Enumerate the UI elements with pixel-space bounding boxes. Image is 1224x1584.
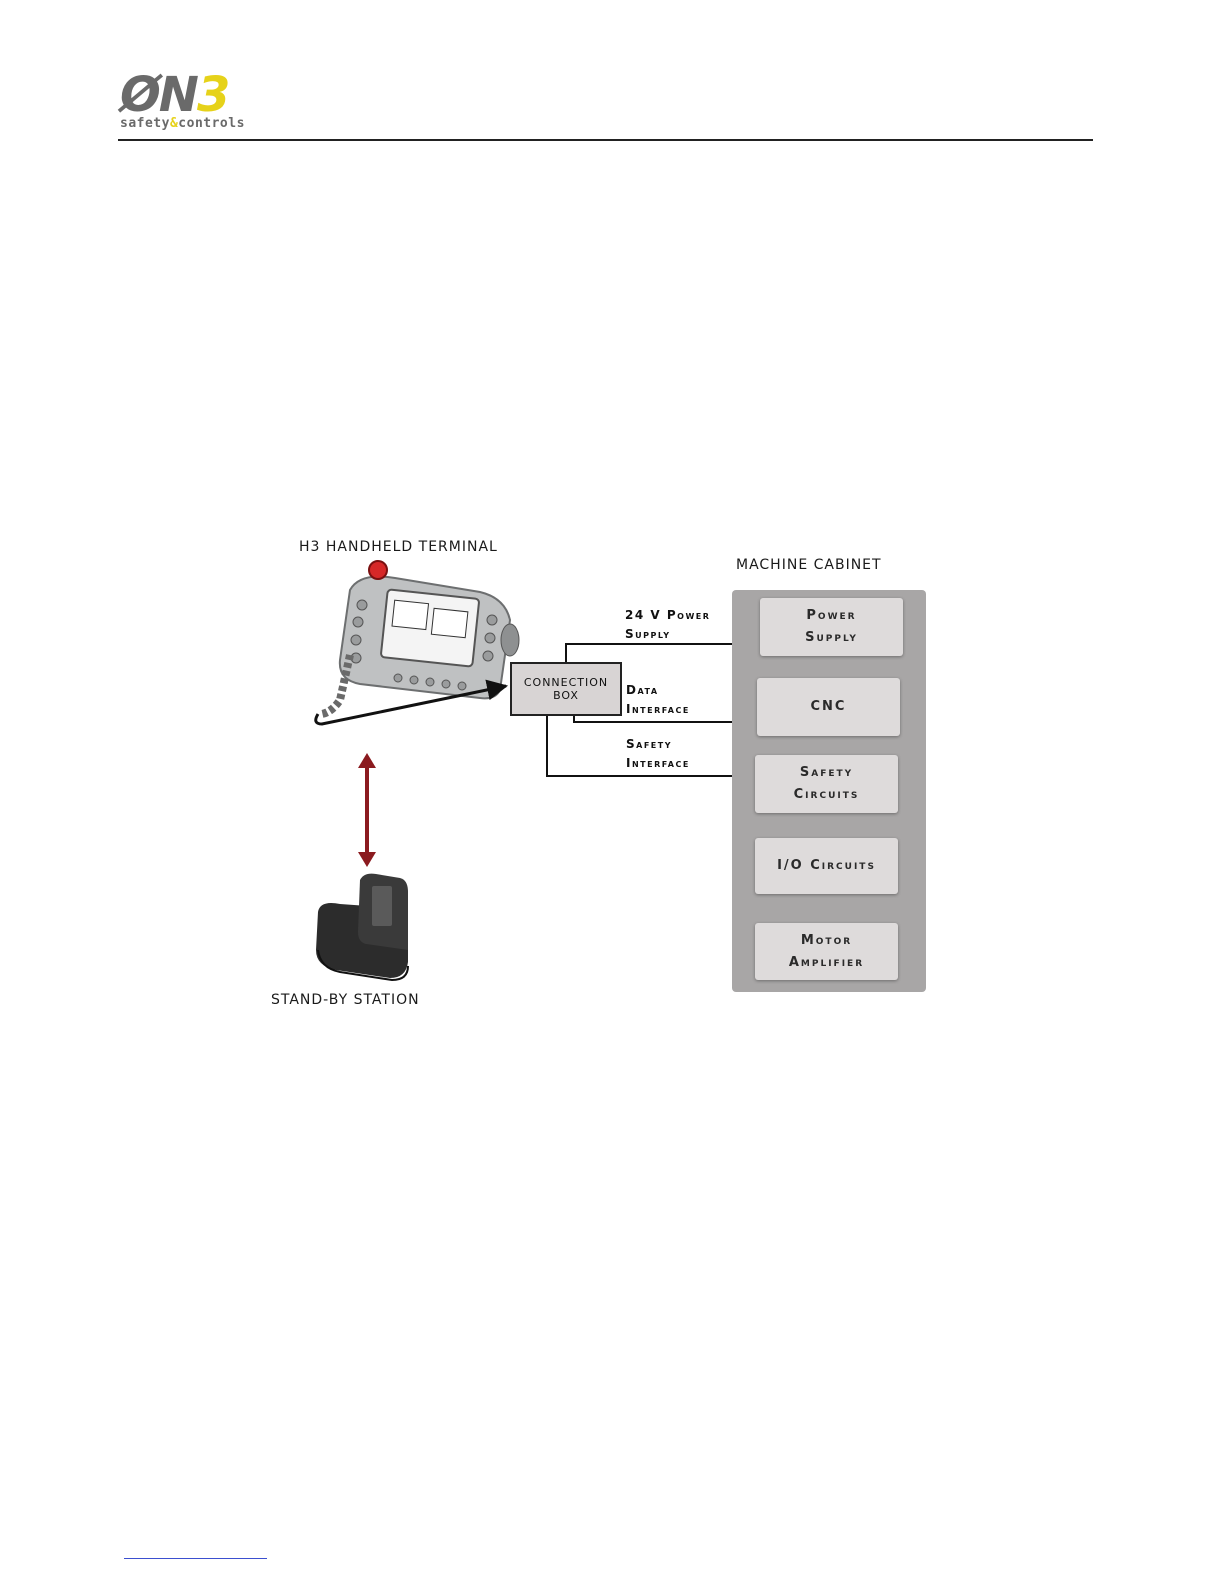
cabinet-item-line1: Safety (800, 762, 853, 784)
cabinet-item-line1: Motor (801, 930, 852, 952)
cabinet-item-line1: CNC (811, 696, 847, 718)
cabinet-item-power-supply: Power Supply (760, 598, 903, 656)
standby-station-label: STAND-BY STATION (271, 992, 420, 1008)
emergency-stop-icon (369, 561, 387, 579)
footer-link-underline (124, 1558, 267, 1559)
cabinet-item-line1: Power (806, 605, 856, 627)
connection-box-line2: BOX (553, 689, 579, 702)
cabinet-item-safety-circuits: Safety Circuits (755, 755, 898, 813)
data-interface-connection-label: Data Interface (626, 681, 690, 719)
connection-label-line2: Interface (626, 700, 690, 719)
cabinet-item-io-circuits: I/O Circuits (755, 838, 898, 894)
machine-cabinet-label: MACHINE CABINET (736, 557, 882, 573)
power-supply-connection-label: 24 V Power Supply (625, 606, 710, 644)
safety-interface-connection-label: Safety Interface (626, 735, 690, 773)
cabinet-item-line2: Supply (805, 627, 858, 649)
standby-station-illustration (316, 874, 408, 980)
connection-label-line1: Safety (626, 735, 690, 754)
cabinet-item-motor-amplifier: Motor Amplifier (755, 923, 898, 980)
cabinet-item-line2: Circuits (794, 784, 860, 806)
cabinet-item-cnc: CNC (757, 678, 900, 736)
connection-label-line2: Supply (625, 625, 710, 644)
cabinet-item-line2: Amplifier (789, 952, 864, 974)
connection-label-line1: 24 V Power (625, 606, 710, 625)
dock-double-arrow (358, 753, 376, 867)
handheld-terminal-illustration (322, 561, 519, 714)
connection-box: CONNECTION BOX (510, 662, 622, 716)
connection-label-line1: Data (626, 681, 690, 700)
power-supply-line (566, 644, 756, 662)
terminal-cable (316, 686, 506, 724)
connection-box-line1: CONNECTION (524, 676, 608, 689)
connection-label-line2: Interface (626, 754, 690, 773)
cabinet-item-line1: I/O Circuits (777, 855, 876, 877)
handheld-terminal-label: H3 HANDHELD TERMINAL (299, 539, 498, 555)
